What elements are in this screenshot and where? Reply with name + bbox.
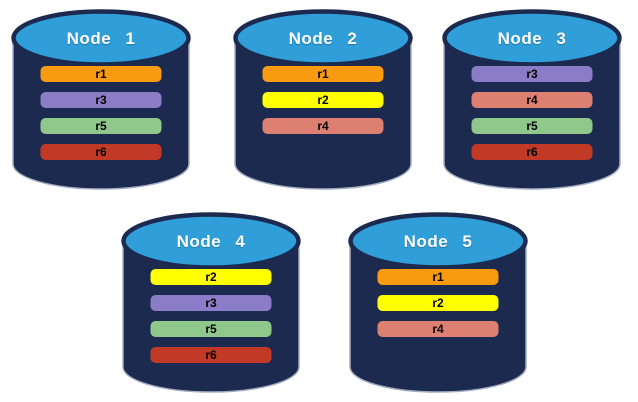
node-title: Node 1	[66, 28, 136, 48]
replica-bar-r6: r6	[40, 144, 162, 160]
replica-bar-list: r1 r3 r5 r6	[40, 66, 162, 160]
replica-bar-r3: r3	[471, 66, 593, 82]
replica-bar-r1: r1	[262, 66, 384, 82]
database-node-1: Node 1 r1 r3 r5 r6	[10, 8, 192, 192]
replica-bar-list: r1 r2 r4	[262, 66, 384, 134]
cylinder-top-shape	[233, 9, 413, 67]
node-title: Node 2	[288, 28, 358, 48]
replica-bar-r3: r3	[40, 92, 162, 108]
replica-bar-r1: r1	[377, 269, 499, 285]
cylinder-top-shape	[121, 212, 301, 270]
node-title: Node 4	[176, 231, 246, 251]
database-node-3: Node 3 r3 r4 r5 r6	[441, 8, 623, 192]
cylinder-top-shape	[442, 9, 622, 67]
cylinder-top-shape	[11, 9, 191, 67]
database-node-5: Node 5 r1 r2 r4	[347, 211, 529, 395]
database-node-2: Node 2 r1 r2 r4	[232, 8, 414, 192]
replica-bar-r5: r5	[150, 321, 272, 337]
database-node-4: Node 4 r2 r3 r5 r6	[120, 211, 302, 395]
replica-bar-r4: r4	[471, 92, 593, 108]
replica-bar-list: r2 r3 r5 r6	[150, 269, 272, 363]
replica-bar-r4: r4	[262, 118, 384, 134]
replica-bar-r2: r2	[262, 92, 384, 108]
replica-bar-r4: r4	[377, 321, 499, 337]
replica-bar-r3: r3	[150, 295, 272, 311]
cylinder-top-shape	[348, 212, 528, 270]
replica-bar-r5: r5	[40, 118, 162, 134]
replica-bar-r2: r2	[150, 269, 272, 285]
node-title: Node 5	[403, 231, 473, 251]
node-title: Node 3	[497, 28, 567, 48]
replica-bar-list: r3 r4 r5 r6	[471, 66, 593, 160]
replica-bar-r5: r5	[471, 118, 593, 134]
replica-bar-list: r1 r2 r4	[377, 269, 499, 337]
replica-bar-r1: r1	[40, 66, 162, 82]
replica-bar-r6: r6	[150, 347, 272, 363]
replica-bar-r6: r6	[471, 144, 593, 160]
replica-bar-r2: r2	[377, 295, 499, 311]
